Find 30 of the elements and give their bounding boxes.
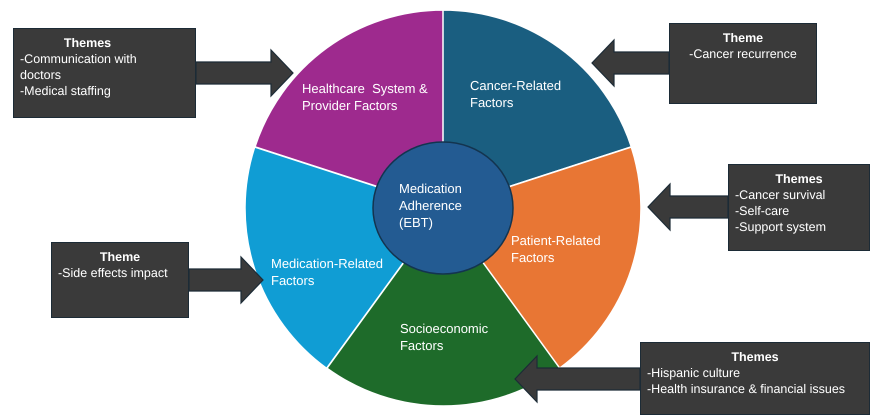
slice-label: Medication-Related Factors	[271, 254, 384, 289]
theme-item: -Cancer survival	[735, 187, 826, 203]
theme-heading: Themes	[774, 171, 824, 187]
block-arrow	[188, 256, 264, 304]
theme-box	[51, 242, 189, 318]
theme-item: -Hispanic culture	[647, 365, 742, 381]
block-arrow	[195, 48, 294, 98]
slice-label: Cancer-Related Factors	[470, 77, 562, 111]
slice-label: Healthcare System & Provider Factors	[302, 80, 429, 114]
theme-heading: Themes	[730, 349, 780, 365]
theme-item: -Cancer recurrence	[688, 46, 798, 62]
center-label: Medication Adherence (EBT)	[399, 180, 463, 231]
slice-label: Socioeconomic Factors	[400, 320, 490, 354]
theme-item: -Side effects impact	[58, 265, 169, 281]
block-arrow	[514, 354, 641, 404]
theme-box	[669, 23, 817, 104]
theme-item: -Medical staffing	[20, 83, 112, 99]
theme-heading: Theme	[722, 30, 764, 46]
theme-item: -Self-care	[735, 203, 790, 219]
theme-box	[13, 28, 196, 118]
block-arrow	[647, 182, 729, 232]
block-arrow	[591, 38, 670, 88]
theme-item: -Communication with doctors	[20, 51, 138, 83]
slice-label: Patient-Related Factors	[511, 232, 602, 266]
theme-item: -Support system	[735, 219, 828, 235]
theme-heading: Themes	[62, 35, 112, 51]
theme-heading: Theme	[98, 249, 142, 265]
theme-item: -Health insurance & financial issues	[647, 381, 846, 397]
theme-box	[640, 342, 870, 415]
theme-box	[728, 164, 870, 251]
